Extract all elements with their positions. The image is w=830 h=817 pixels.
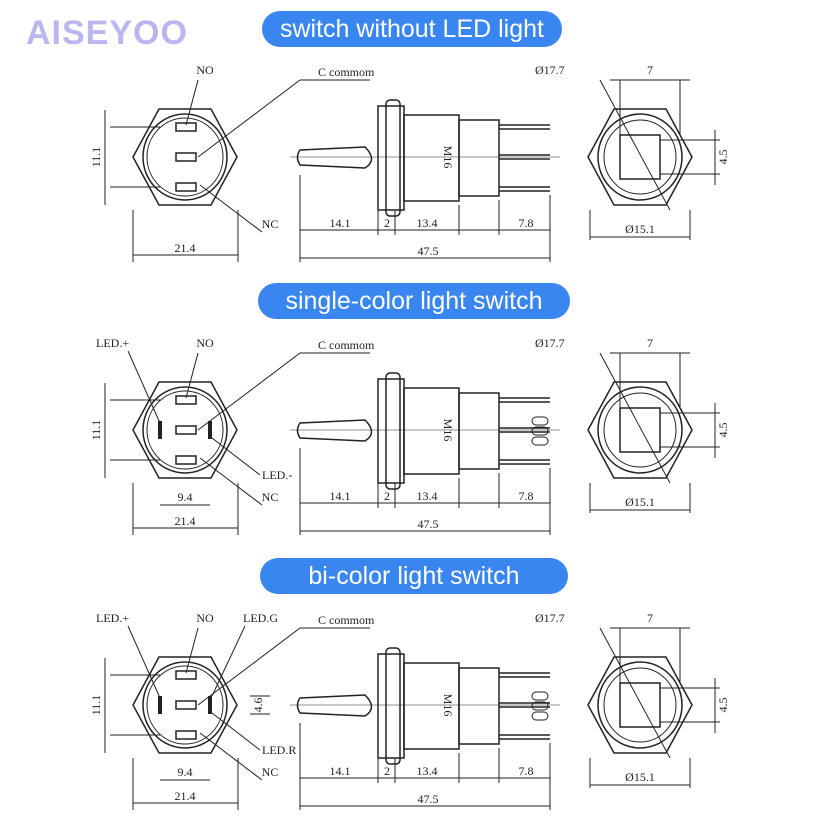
label-led-plus: LED.+ (96, 611, 129, 625)
total-dim: 47.5 (418, 244, 439, 258)
pins-dim: 7.8 (519, 489, 534, 503)
lever-dim: 14.1 (330, 764, 351, 778)
body-dim: 13.4 (417, 216, 438, 230)
height-dim: 11.1 (89, 695, 103, 716)
label-nc: NC (262, 490, 279, 504)
thread-label: M16 (441, 146, 455, 169)
width-dim: 21.4 (175, 789, 196, 803)
pin-span-dim: 9.4 (178, 765, 193, 779)
height-dim: 11.1 (89, 147, 103, 168)
slot-width-dim: 7 (647, 611, 653, 625)
pins-dim: 7.8 (519, 216, 534, 230)
brand-logo: AISEYOO (26, 14, 188, 52)
inner-diameter-dim: Ø15.1 (625, 495, 655, 509)
label-common: C commom (318, 613, 375, 627)
label-no: NO (196, 336, 214, 350)
label-no: NO (196, 611, 214, 625)
outer-diameter-dim: Ø17.7 (535, 63, 565, 77)
section-title-no-led: switch without LED light (262, 11, 562, 47)
rear-view (587, 627, 720, 788)
slot-height-dim: 4.5 (716, 150, 730, 165)
label-common: C commom (318, 65, 375, 79)
front-view (104, 381, 239, 535)
label-led-minus: LED.- (262, 468, 292, 482)
section-drawing-2: 11.1 21.4 NO NC C commom LED.+ LED.G LED.R 4.6 9.… (89, 611, 730, 810)
label-nc: NC (262, 217, 279, 231)
body-dim: 13.4 (417, 489, 438, 503)
rear-view (587, 79, 720, 240)
slot-width-dim: 7 (647, 336, 653, 350)
label-led-g: LED.G (243, 611, 278, 625)
nut-dim: 2 (384, 489, 390, 503)
height-dim: 11.1 (89, 420, 103, 441)
outer-diameter-dim: Ø17.7 (535, 611, 565, 625)
width-dim: 21.4 (175, 241, 196, 255)
pins-dim: 7.8 (519, 764, 534, 778)
pin-span-dim: 9.4 (178, 490, 193, 504)
inner-diameter-dim: Ø15.1 (625, 222, 655, 236)
section-title-bi-color: bi-color light switch (260, 558, 568, 594)
slot-height-dim: 4.5 (716, 698, 730, 713)
slot-height-dim: 4.5 (716, 423, 730, 438)
thread-label: M16 (441, 694, 455, 717)
lever-dim: 14.1 (330, 216, 351, 230)
front-view (104, 108, 239, 262)
label-led-plus: LED.+ (96, 336, 129, 350)
slot-width-dim: 7 (647, 63, 653, 77)
nut-dim: 2 (384, 216, 390, 230)
section-drawing-1: 11.1 21.4 NO NC C commom LED.+ LED.- 9.4 M16 14.1… (89, 336, 730, 535)
body-dim: 13.4 (417, 764, 438, 778)
nut-dim: 2 (384, 764, 390, 778)
label-led-r: LED.R (262, 743, 296, 757)
lever-dim: 14.1 (330, 489, 351, 503)
front-view (104, 656, 239, 810)
total-dim: 47.5 (418, 517, 439, 531)
side-view (290, 99, 560, 262)
total-dim: 47.5 (418, 792, 439, 806)
rear-view (587, 352, 720, 513)
label-nc: NC (262, 765, 279, 779)
section-title-single-color: single-color light switch (258, 283, 570, 319)
led-gap-dim: 4.6 (251, 698, 265, 713)
outer-diameter-dim: Ø17.7 (535, 336, 565, 350)
side-view (290, 647, 560, 810)
label-common: C commom (318, 338, 375, 352)
side-view (290, 372, 560, 535)
thread-label: M16 (441, 419, 455, 442)
width-dim: 21.4 (175, 514, 196, 528)
inner-diameter-dim: Ø15.1 (625, 770, 655, 784)
label-no: NO (196, 63, 214, 77)
